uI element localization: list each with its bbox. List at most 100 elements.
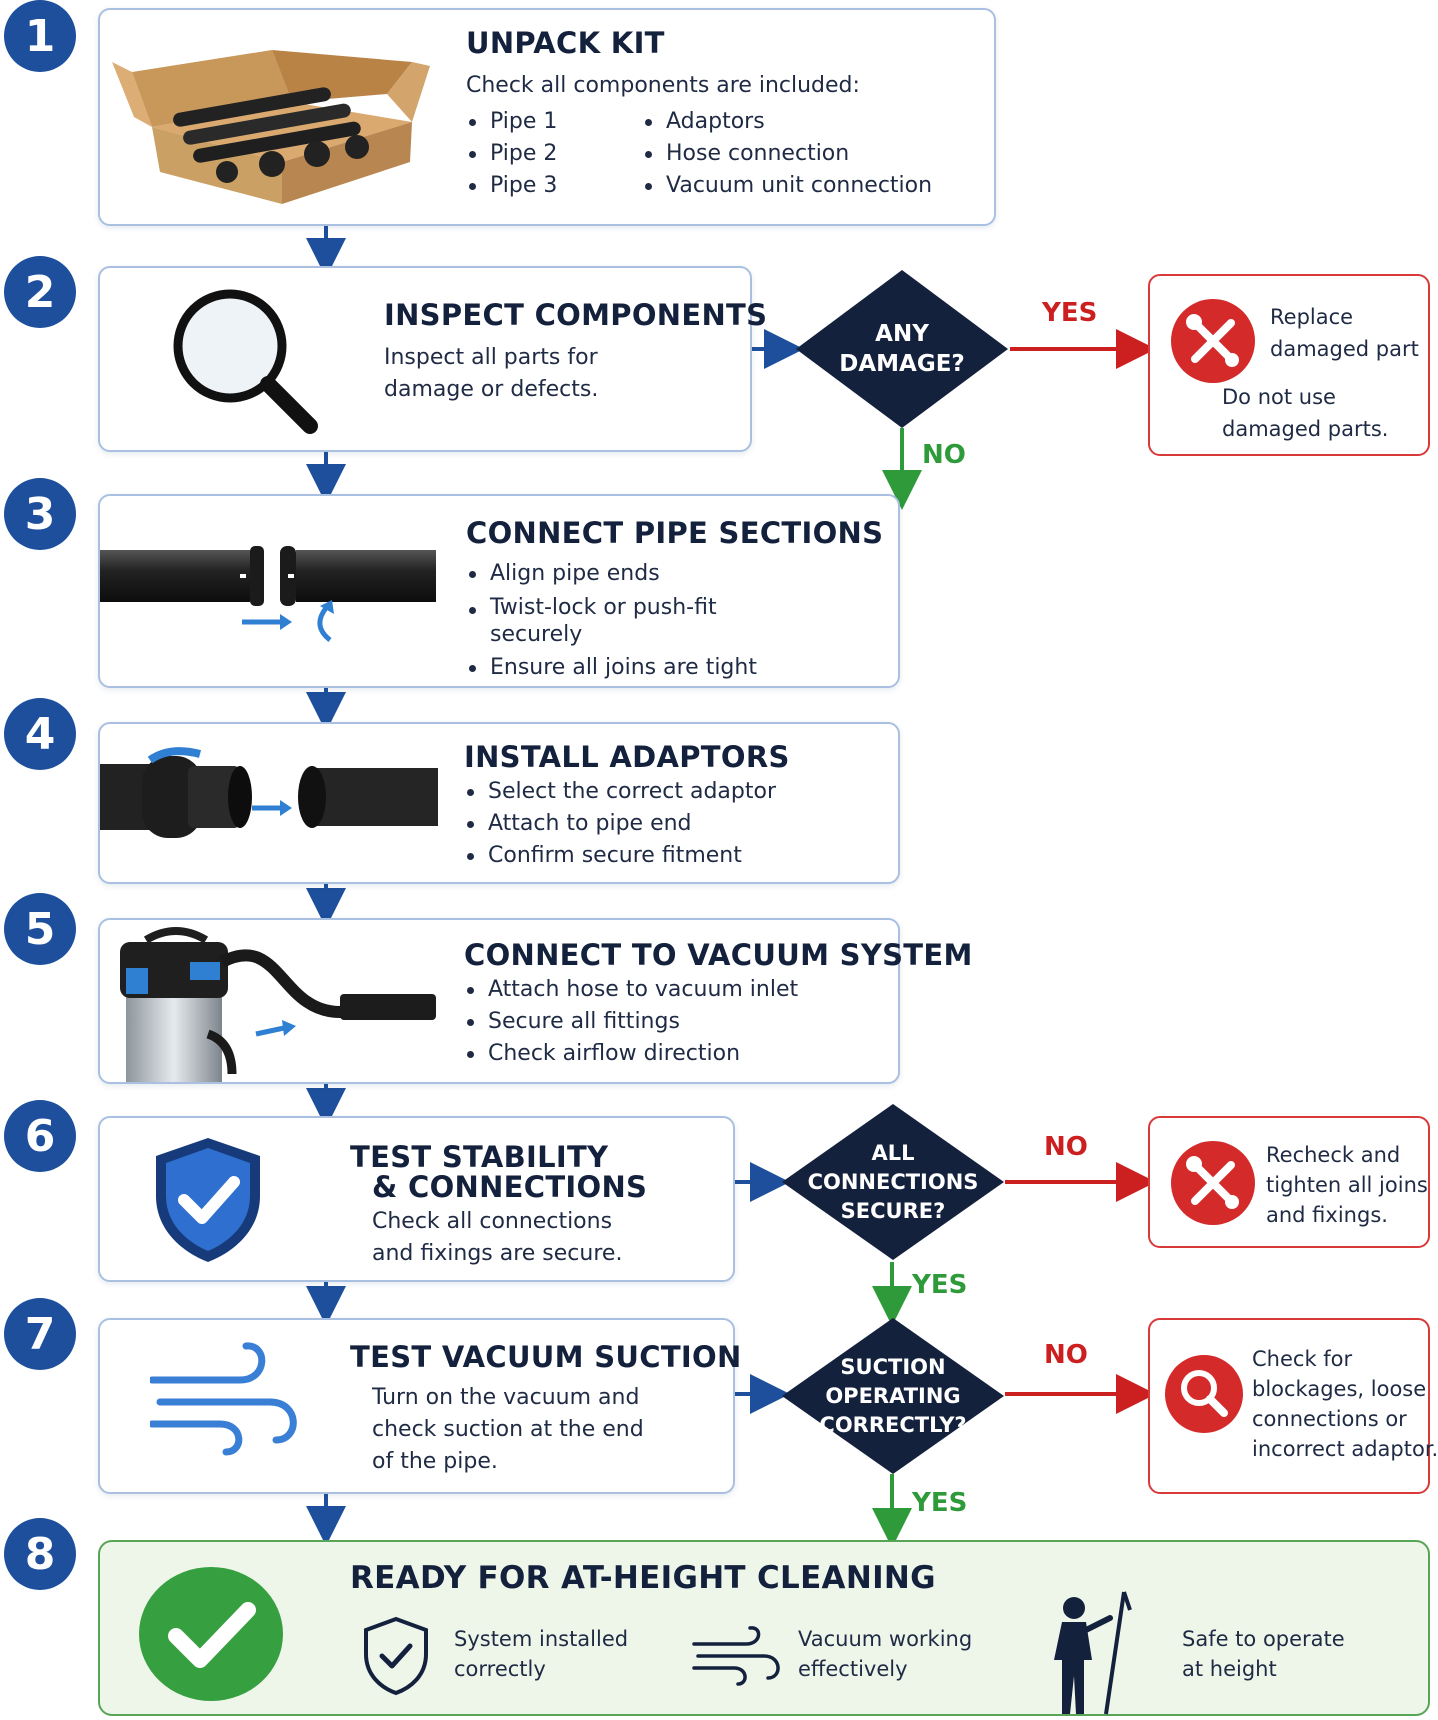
final-item-2-line-1: Vacuum working (798, 1627, 973, 1651)
list-item: Vacuum unit connection (642, 170, 932, 202)
step-4-title: INSTALL ADAPTORS (464, 740, 790, 774)
step-4-list: Select the correct adaptor Attach to pip… (464, 776, 776, 872)
outcome-3-line-4: incorrect adaptor. (1252, 1437, 1438, 1461)
decision-text-line: DAMAGE? (839, 351, 965, 377)
step-number-3: 3 (4, 478, 76, 550)
box-kit-icon (112, 50, 430, 204)
step-number-5: 5 (4, 893, 76, 965)
step-2-title: INSPECT COMPONENTS (384, 298, 768, 332)
decision-text-line: CONNECTIONS (807, 1169, 979, 1194)
decision-text-line: ALL (871, 1140, 915, 1165)
step-5-title: CONNECT TO VACUUM SYSTEM (464, 938, 973, 972)
decision-diamond-1 (796, 270, 1008, 428)
decision-text-line: SECURE? (840, 1198, 946, 1223)
adaptor-icon (100, 747, 438, 838)
step-1-list-right: Adaptors Hose connection Vacuum unit con… (642, 106, 932, 202)
decision-3-text: SUCTION OPERATING CORRECTLY? (780, 1316, 1006, 1476)
step-5-list: Attach hose to vacuum inlet Secure all f… (464, 974, 798, 1070)
tools-icon (1171, 299, 1255, 383)
list-item: Hose connection (642, 138, 932, 170)
list-item: Pipe 2 (466, 138, 557, 170)
list-item: Secure all fittings (464, 1006, 798, 1038)
step-1-list-left: Pipe 1 Pipe 2 Pipe 3 (466, 106, 557, 202)
step-3-title: CONNECT PIPE SECTIONS (466, 516, 884, 550)
decision-1-no-label: NO (922, 440, 966, 470)
step-8-title: READY FOR AT-HEIGHT CLEANING (350, 1560, 936, 1596)
decision-3-no-label: NO (1044, 1340, 1088, 1370)
step-7-card (98, 1318, 735, 1494)
decision-1-yes-label: YES (1042, 298, 1098, 328)
list-item: Pipe 1 (466, 106, 557, 138)
outcome-1-line-3: Do not use (1222, 385, 1336, 409)
step-6-text-2: and fixings are secure. (372, 1241, 623, 1266)
outcome-3-line-3: connections or (1252, 1407, 1407, 1431)
decision-diamond-3 (782, 1318, 1004, 1474)
final-item-2-line-2: effectively (798, 1657, 908, 1681)
list-item: Check airflow direction (464, 1038, 798, 1070)
magnifier-icon (173, 289, 318, 434)
outcome-2-line-2: tighten all joins (1266, 1173, 1428, 1197)
decision-1-text: ANY DAMAGE? (794, 268, 1010, 430)
vacuum-unit-icon (120, 927, 436, 1082)
decision-text-line: SUCTION (840, 1354, 946, 1379)
step-number-4: 4 (4, 698, 76, 770)
step-7-title: TEST VACUUM SUCTION (350, 1340, 742, 1374)
step-6-text-1: Check all connections (372, 1209, 613, 1234)
outcome-3-line-2: blockages, loose (1252, 1377, 1427, 1401)
step-1-subtitle: Check all components are included: (466, 73, 860, 98)
decision-text-line: ANY (875, 321, 929, 347)
final-item-3-line-1: Safe to operate (1182, 1627, 1345, 1651)
decision-text-line: CORRECTLY? (819, 1412, 967, 1437)
outcome-1-line-4: damaged parts. (1222, 417, 1389, 441)
outcome-3-line-1: Check for (1252, 1347, 1353, 1371)
pipe-joint-icon (100, 546, 436, 642)
list-item: Ensure all joins are tight (466, 652, 757, 684)
outcome-1-line-1: Replace (1270, 305, 1354, 329)
step-number-1: 1 (4, 0, 76, 72)
list-item: Adaptors (642, 106, 932, 138)
step-2-text-1: Inspect all parts for (384, 345, 598, 370)
shield-check-icon (364, 1616, 428, 1696)
step-3-list: Align pipe ends Twist-lock or push-fit s… (466, 558, 757, 684)
outcome-2-line-3: and fixings. (1266, 1203, 1388, 1227)
check-circle-icon (139, 1567, 283, 1701)
decision-2-no-label: NO (1044, 1132, 1088, 1162)
step-2-text-2: damage or defects. (384, 377, 599, 402)
outcome-1-line-2: damaged part (1270, 337, 1419, 361)
list-item: Align pipe ends (466, 558, 757, 590)
decision-3-yes-label: YES (912, 1488, 968, 1518)
step-number-8: 8 (4, 1518, 76, 1590)
list-item: Confirm secure fitment (464, 840, 776, 872)
step-8-card (98, 1540, 1430, 1716)
step-7-text-1: Turn on the vacuum and (372, 1385, 640, 1410)
decision-text-line: OPERATING (825, 1383, 961, 1408)
step-6-title-2: & CONNECTIONS (372, 1170, 648, 1204)
step-1-title: UNPACK KIT (466, 26, 665, 60)
step-7-text-2: check suction at the end (372, 1417, 644, 1442)
step-number-7: 7 (4, 1298, 76, 1370)
step-7-text-3: of the pipe. (372, 1449, 498, 1474)
tools-icon (1171, 1141, 1255, 1225)
step-number-6: 6 (4, 1100, 76, 1172)
decision-2-yes-label: YES (912, 1270, 968, 1300)
search-icon (1165, 1355, 1243, 1433)
outcome-2-line-1: Recheck and (1266, 1143, 1401, 1167)
step-6-title-1: TEST STABILITY (350, 1140, 609, 1174)
final-item-1-line-2: correctly (454, 1657, 546, 1681)
list-item: Twist-lock or push-fit (466, 594, 757, 622)
list-item: Pipe 3 (466, 170, 557, 202)
wind-icon (692, 1626, 780, 1686)
wind-icon (150, 1342, 297, 1456)
final-item-3-line-2: at height (1182, 1657, 1277, 1681)
decision-diamond-2 (782, 1104, 1004, 1260)
list-item: Attach hose to vacuum inlet (464, 974, 798, 1006)
list-item: securely (490, 622, 583, 647)
step-number-2: 2 (4, 256, 76, 328)
decision-2-text: ALL CONNECTIONS SECURE? (780, 1102, 1006, 1262)
list-item: Select the correct adaptor (464, 776, 776, 808)
list-item: Attach to pipe end (464, 808, 776, 840)
shield-check-icon (156, 1138, 260, 1262)
final-item-1-line-1: System installed (454, 1627, 629, 1651)
worker-icon (1054, 1591, 1132, 1715)
